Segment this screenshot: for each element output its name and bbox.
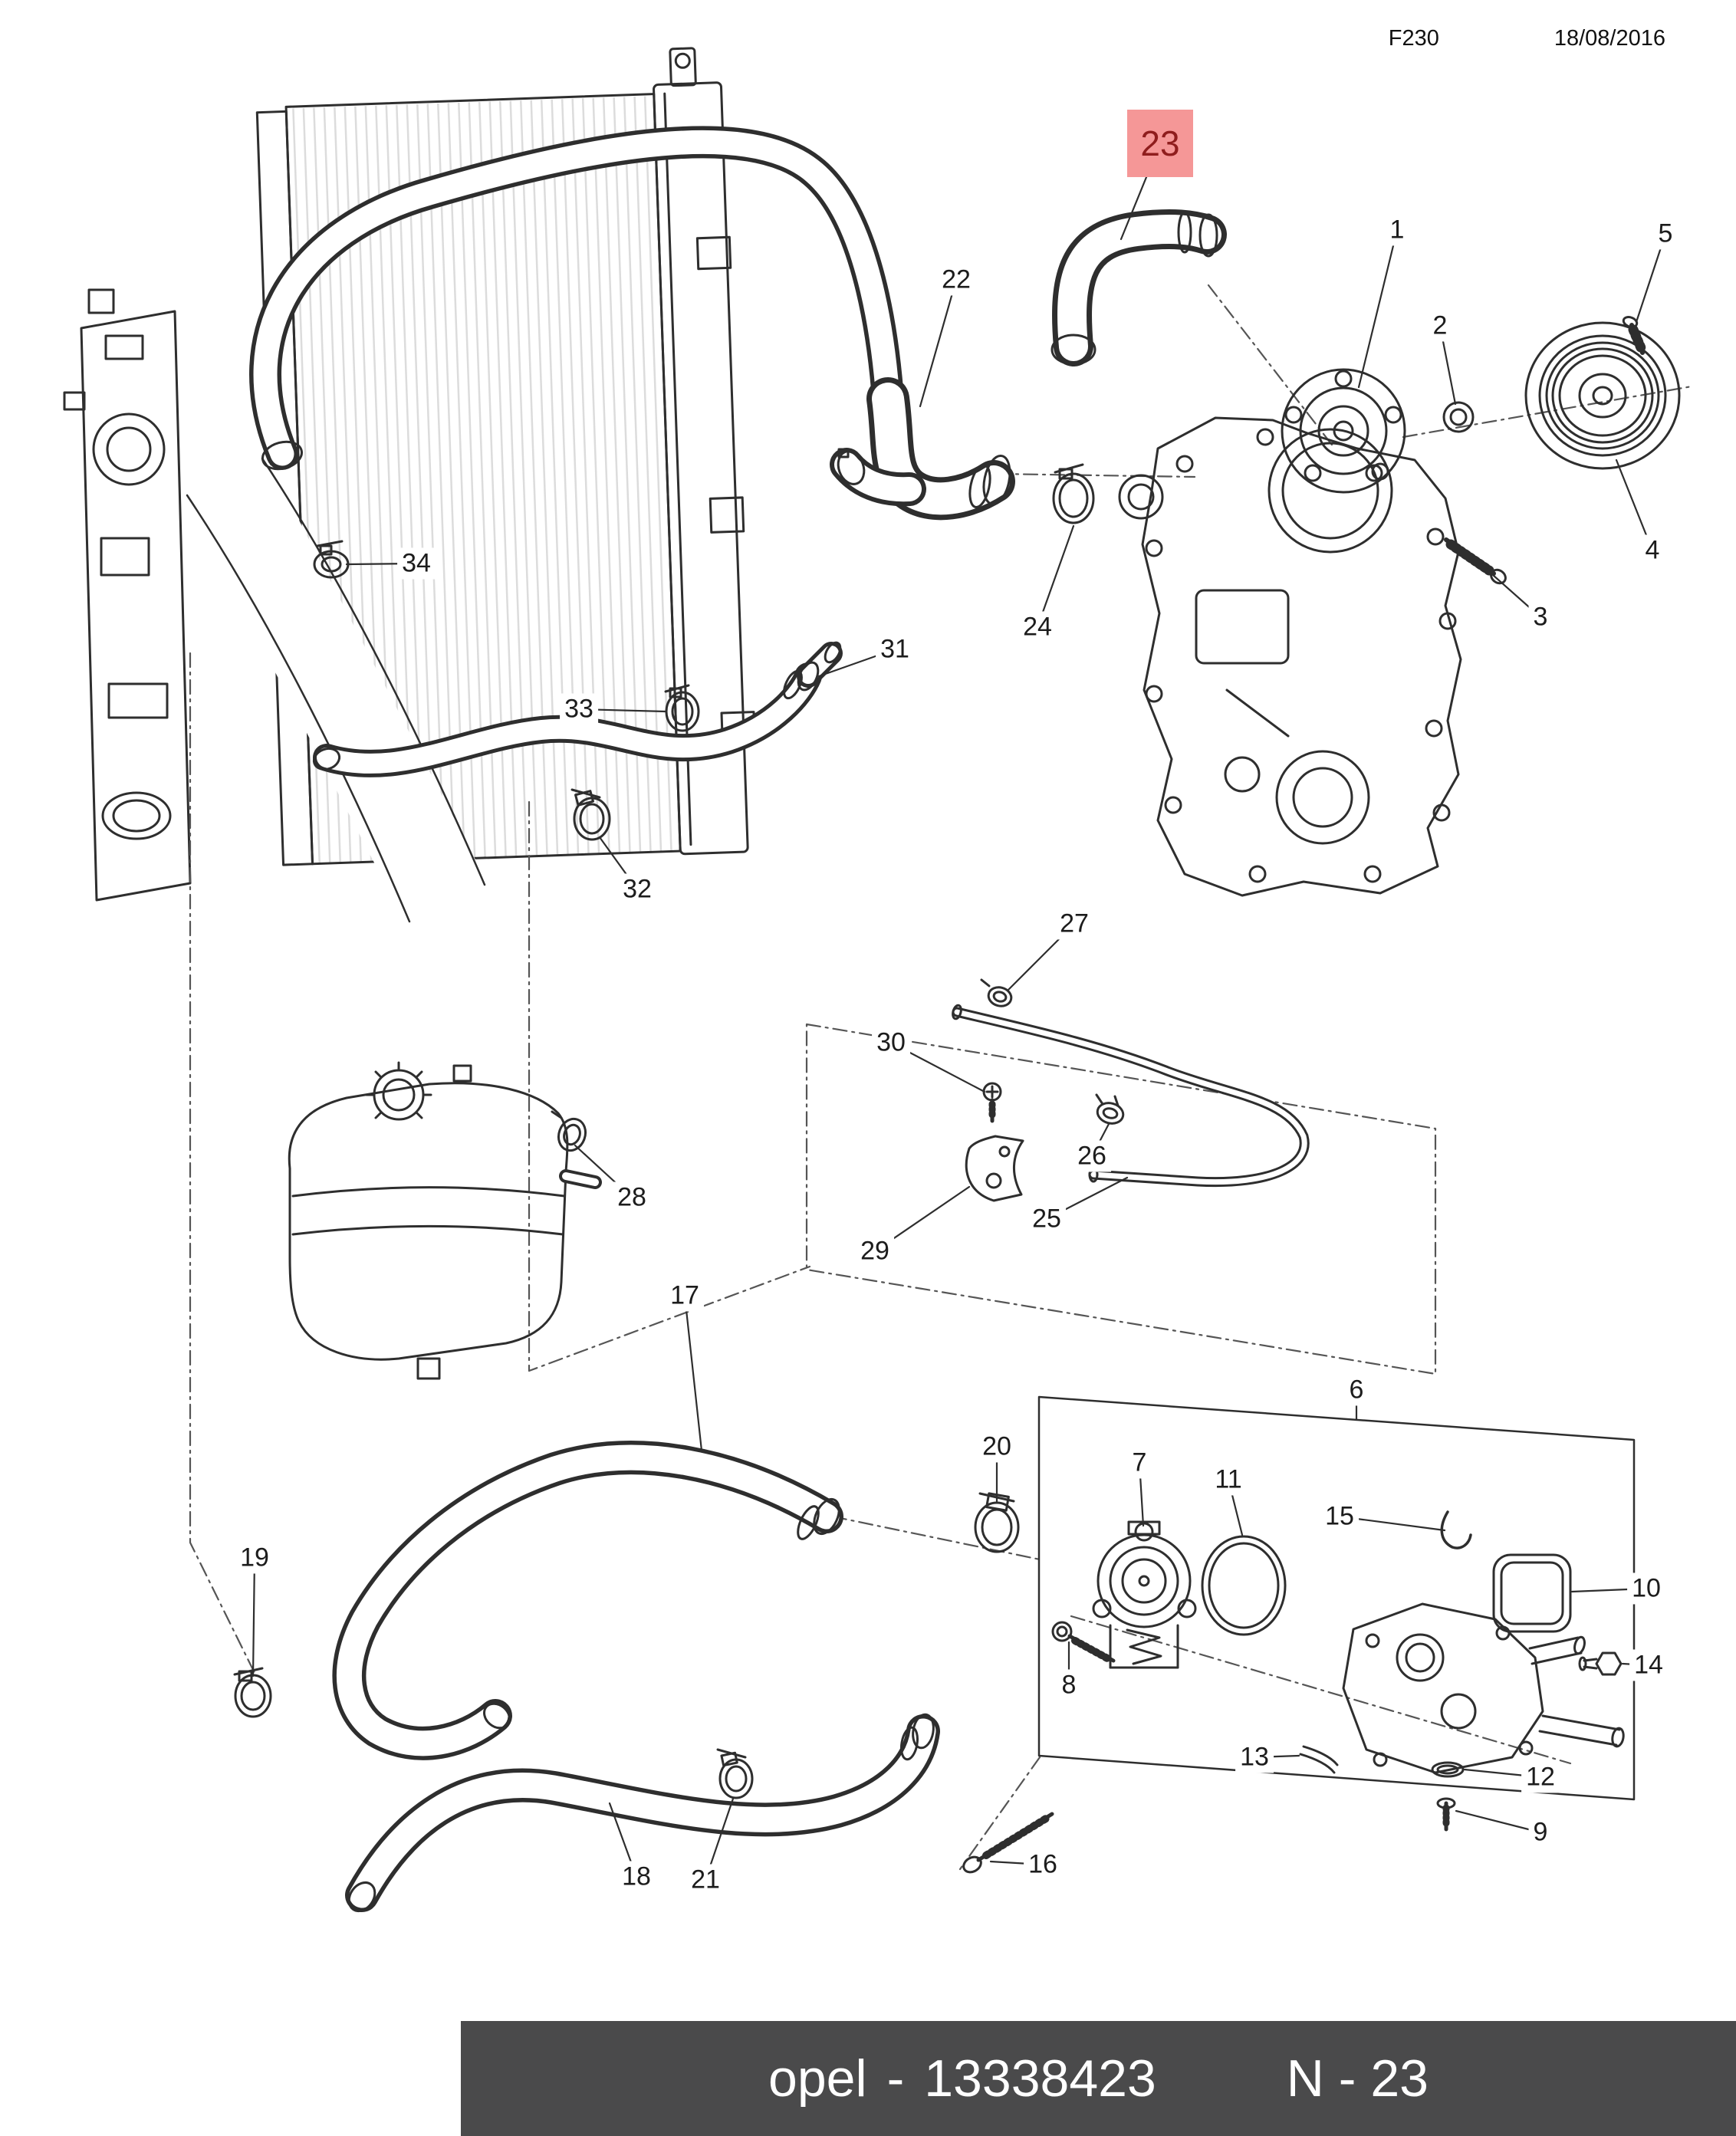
clamp-28 [551,1110,587,1152]
seal-13 [1299,1745,1339,1774]
leader-line-11 [1227,1478,1244,1536]
leader-line-9 [1455,1809,1542,1834]
elbow-hose-23 [1050,209,1227,366]
clamp-24 [1052,463,1095,524]
sheet-date: 18/08/2016 [1554,26,1665,51]
leader-line-24 [1036,524,1075,629]
bolt-8 [1051,1621,1116,1663]
brand-label: opel [768,2049,867,2108]
leader-line-25 [1045,1176,1129,1221]
housing-seal-10 [1492,1553,1572,1633]
footer-separator: - [886,2049,905,2108]
leader-line-28 [574,1144,633,1199]
clamp-21 [716,1748,754,1799]
leader-line-17 [683,1294,703,1452]
clamp-20 [974,1492,1020,1553]
page-ref: N - 23 [1286,2049,1429,2108]
leader-line-27 [1006,922,1076,992]
stud-9 [1436,1797,1456,1832]
bolt-16 [962,1812,1054,1874]
engine-front-cover [1118,416,1462,897]
thermostat-7 [1092,1520,1197,1669]
leader-line-13 [1253,1754,1300,1759]
pulley-4 [1524,321,1681,470]
bolt-30 [982,1082,1002,1123]
gasket-11 [1201,1535,1287,1636]
bolt-5 [1622,316,1647,355]
water-pump-1 [1281,368,1406,494]
radiator [255,47,756,866]
leader-line-33 [577,708,667,713]
leader-line-22 [919,278,958,408]
hose-connector-22 [830,377,1015,521]
clip-15 [1440,1510,1472,1549]
bypass-pipe-25 [952,1004,1310,1188]
footer-bar: opel - 13338423 N - 23 [461,2021,1736,2136]
leader-line-29 [873,1185,971,1253]
leader-line-14 [1621,1662,1650,1667]
leader-line-26 [1090,1122,1110,1158]
hose-31 [312,641,843,777]
leader-line-5 [1635,232,1667,324]
o-ring-12 [1431,1761,1465,1778]
clamp-33 [664,684,700,732]
leader-line-12 [1463,1768,1542,1779]
leader-line-3 [1484,567,1542,619]
bracket-29 [965,1135,1024,1202]
lower-hose-17 [332,1441,843,1760]
thermostat-group-box-6 [1037,1395,1636,1801]
clamp-27 [980,978,1013,1007]
seal-ring-2 [1442,401,1475,433]
clip-26 [1095,1093,1125,1125]
sheet-header: F230 18/08/2016 [1389,26,1665,51]
radiator-left-bracket [63,288,192,902]
leader-line-1 [1357,228,1399,389]
leader-line-15 [1338,1515,1446,1532]
leader-line-2 [1438,324,1457,406]
leader-line-16 [989,1860,1044,1866]
sheet-code: F230 [1388,26,1439,51]
bolt-3 [1444,537,1507,585]
part-number: 13338423 [924,2049,1156,2108]
leader-line-4 [1615,458,1654,552]
coolant-reservoir [288,1061,602,1380]
outlet-housing [1342,1602,1625,1774]
clamp-32 [570,788,611,841]
leader-line-7 [1138,1461,1145,1527]
lower-hose-18 [345,1713,940,1913]
footer-part: opel - 13338423 [768,2049,1156,2108]
leader-line-10 [1570,1587,1648,1593]
radiator-break-band [184,455,488,925]
leader-line-19 [252,1556,256,1678]
plug-14 [1578,1651,1623,1676]
leader-line-30 [889,1041,986,1093]
